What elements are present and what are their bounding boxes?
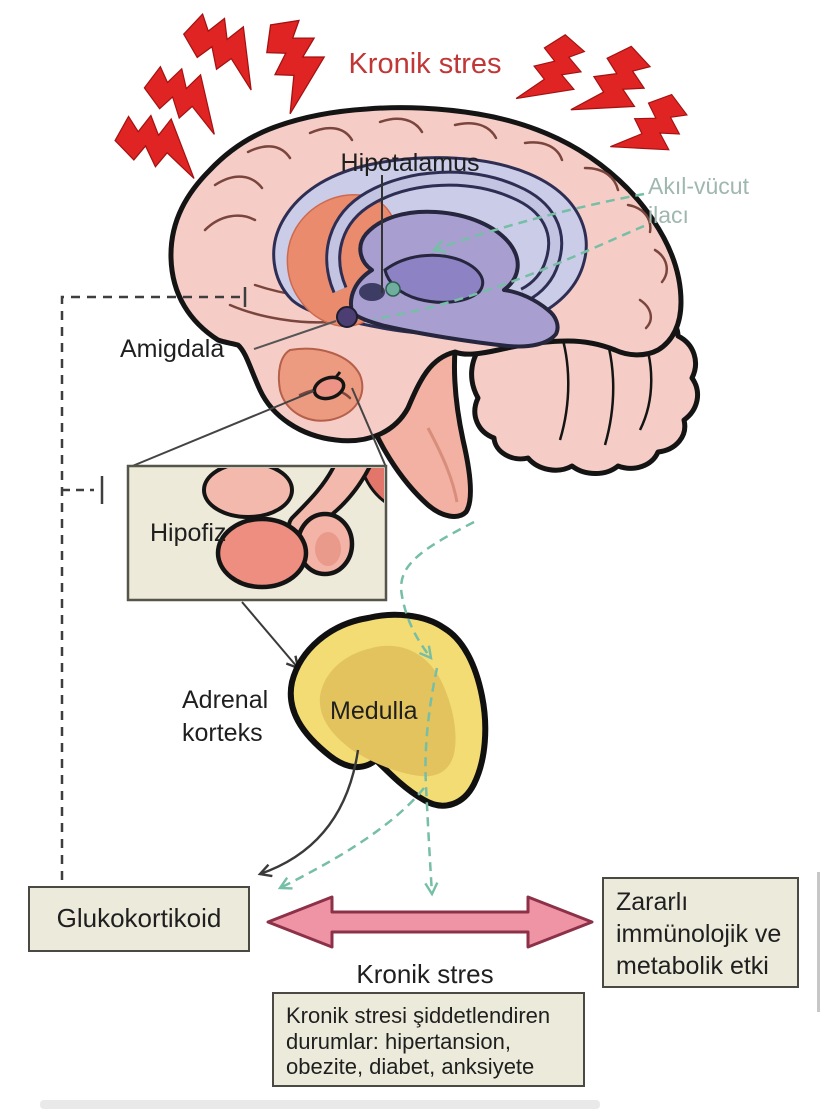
lightning-bolt-icon xyxy=(110,101,213,186)
glucocorticoid-release-arrow xyxy=(260,749,360,874)
mind-body-label-line2: ilacı xyxy=(648,201,689,228)
mind-body-arrow-upper xyxy=(434,192,645,250)
mind-body-pathways xyxy=(280,192,645,894)
feedback-dashed-line xyxy=(60,287,247,884)
harmful-effects-line3: metabolik etki xyxy=(616,952,769,980)
bidirectional-stress-arrow xyxy=(266,895,594,949)
pituitary-label: Hipofiz xyxy=(150,519,227,547)
medulla-label: Medulla xyxy=(330,697,418,725)
harmful-effects-line1: Zararlı xyxy=(616,888,689,916)
harmful-effects-line2: immünolojik ve xyxy=(616,920,782,948)
mind-body-label: Akıl-vücut ilacı xyxy=(648,172,749,230)
adrenal-cortex-label-line1: Adrenal xyxy=(182,686,269,714)
chronic-stress-title: Kronik stres xyxy=(348,48,502,80)
mind-body-arrow-lower xyxy=(373,224,645,321)
amygdala-dot xyxy=(336,306,358,328)
amygdala-label: Amigdala xyxy=(120,335,225,363)
adrenal-cortex-label-line2: korteks xyxy=(182,718,263,747)
pituitary-inset-art xyxy=(202,468,384,590)
scan-edge-line xyxy=(817,872,820,1012)
fornix-shape xyxy=(359,283,385,301)
sulci-lines xyxy=(203,117,668,400)
medulla-to-stress-arrow xyxy=(424,667,437,894)
amygdala-pointer-line xyxy=(253,320,337,350)
hypothalamus-label: Hipotalamus xyxy=(340,149,480,177)
adrenal-medulla-shape xyxy=(319,645,456,777)
glucocorticoid-box: Glukokortikoid xyxy=(28,886,250,952)
conditions-line2: durumlar: hipertansion, xyxy=(286,1028,512,1054)
brainstem-highlight xyxy=(426,427,459,503)
adrenal-cortex-label: Adrenal korteks xyxy=(182,684,268,749)
brain-illustration xyxy=(168,105,701,519)
adrenal-gland-illustration xyxy=(287,611,489,809)
pituitary-small-shape xyxy=(312,375,346,401)
corpus-callosum-shape xyxy=(325,170,564,303)
conditions-box: Kronik stresi şiddetlendiren durumlar: h… xyxy=(272,992,585,1087)
harmful-effects-box: Zararlı immünolojik ve metabolik etki xyxy=(602,877,799,988)
inset-wedge-line xyxy=(129,390,315,468)
sympathetic-pathway-arrow xyxy=(399,520,475,658)
pituitary-to-adrenal-arrow xyxy=(241,601,298,668)
scan-smudge xyxy=(40,1100,600,1109)
conditions-line3: obezite, diabet, anksiyete xyxy=(286,1054,535,1080)
hippocampus-inner-shape xyxy=(383,253,485,304)
inset-wedge-line xyxy=(351,387,387,468)
mind-body-label-line1: Akıl-vücut xyxy=(648,173,749,199)
medulla-to-glucocorticoid-arrow xyxy=(280,787,425,888)
nucleus-dot xyxy=(385,281,401,297)
chronic-stress-bottom-label: Kronik stres xyxy=(356,959,494,989)
conditions-line1: Kronik stresi şiddetlendiren xyxy=(286,1003,551,1028)
